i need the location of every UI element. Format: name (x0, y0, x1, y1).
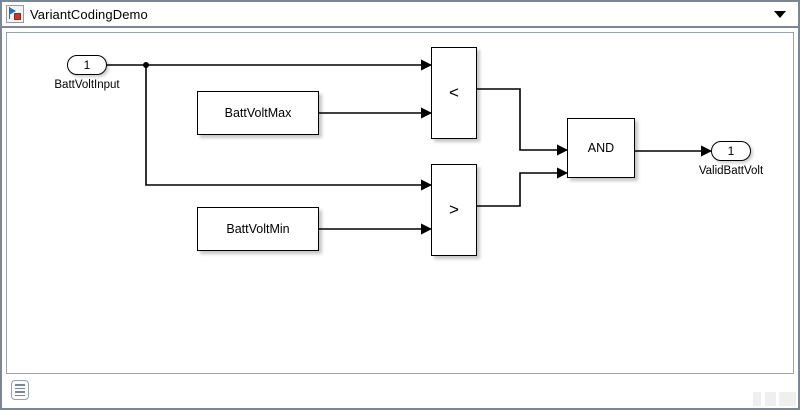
inport-battvoltinput[interactable]: 1 (67, 55, 107, 75)
block-relational-lessthan[interactable]: < (431, 47, 477, 139)
outport-number: 1 (727, 144, 735, 158)
outport-label: ValidBattVolt (698, 165, 764, 177)
signal-lines (103, 59, 713, 235)
page-title: VariantCodingDemo (30, 6, 148, 22)
inport-label: BattVoltInput (54, 79, 120, 91)
block-logical-and-label: AND (587, 141, 615, 155)
model-canvas[interactable]: 1 BattVoltInput BattVoltMax BattVoltMin … (6, 32, 794, 374)
signal-branch-point (143, 62, 149, 68)
block-relational-lessthan-label: < (449, 83, 459, 102)
outport-validbattvolt[interactable]: 1 (711, 141, 751, 161)
block-relational-greaterthan[interactable]: > (431, 164, 477, 256)
status-segment-1 (753, 392, 761, 406)
wire-greaterthan-to-and (477, 167, 569, 207)
status-segment-3 (779, 392, 796, 406)
window-titlebar: VariantCodingDemo (2, 2, 798, 28)
chevron-down-icon[interactable] (774, 10, 786, 18)
wire-input-to-greaterthan (145, 65, 433, 191)
wire-lessthan-to-and (477, 88, 569, 156)
block-logical-and[interactable]: AND (567, 118, 635, 178)
simulink-model-icon (6, 5, 24, 23)
block-relational-greaterthan-label: > (449, 200, 459, 219)
block-battvoltmax-label: BattVoltMax (224, 106, 292, 120)
status-segment-2 (765, 392, 776, 406)
block-battvoltmin[interactable]: BattVoltMin (197, 207, 319, 251)
inport-number: 1 (83, 58, 91, 72)
block-battvoltmax[interactable]: BattVoltMax (197, 91, 319, 135)
status-bar (2, 374, 798, 408)
model-stack-icon[interactable] (11, 380, 29, 400)
block-diagram: 1 BattVoltInput BattVoltMax BattVoltMin … (7, 33, 793, 373)
block-battvoltmin-label: BattVoltMin (226, 222, 290, 236)
